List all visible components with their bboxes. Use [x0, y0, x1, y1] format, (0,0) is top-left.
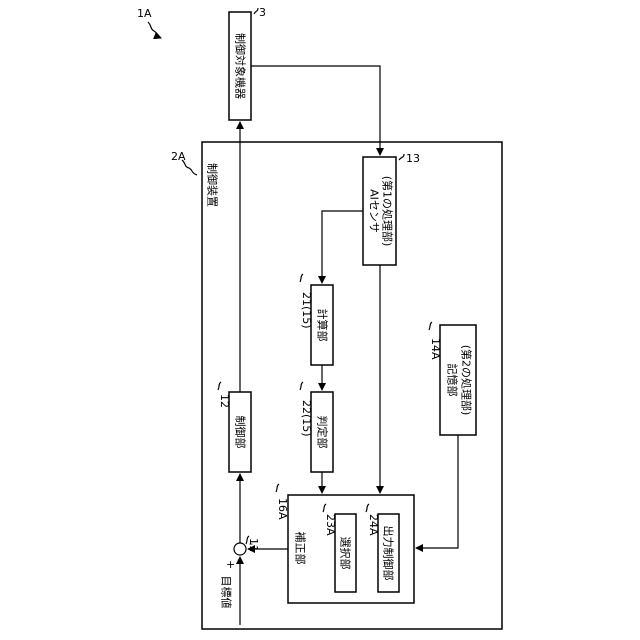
controller-ref-leader [182, 160, 197, 175]
memory-unit-ref: 14A [429, 338, 442, 360]
summing-point: - + 11 [226, 536, 260, 571]
ai-sensor: AIセンサ (第1の処理部) 13 [363, 152, 420, 265]
memory-unit: 記憶部 (第2の処理部) 14A [429, 322, 476, 435]
line-sensor-to-calc [322, 211, 363, 283]
summing-circle [234, 543, 246, 555]
select-unit-label: 選択部 [339, 537, 353, 570]
correction-unit-label: 補正部 [294, 532, 308, 565]
line-memory-to-correction [416, 435, 458, 548]
calc-unit: 計算部 21(15) [300, 274, 333, 365]
calc-unit-label: 計算部 [316, 309, 330, 342]
summing-ref: 11 [247, 538, 260, 552]
control-unit-ref: 12 [218, 394, 231, 408]
judge-unit-label: 判定部 [316, 416, 330, 449]
ai-sensor-ref-leader [399, 154, 404, 160]
correction-unit-ref-leader [276, 484, 279, 492]
controller-label: 制御装置 [206, 163, 220, 207]
summing-plus-sign: + [226, 558, 235, 571]
target-value-label: 目標値 [220, 576, 234, 609]
ai-sensor-label-1: AIセンサ [368, 189, 381, 233]
control-unit-label: 制御部 [234, 416, 248, 449]
figure-reference: 1A [137, 7, 161, 38]
controlled-device-ref-leader [254, 8, 258, 14]
controlled-device: 制御対象機器 3 [229, 6, 266, 120]
calc-unit-ref-leader [300, 274, 303, 282]
correction-unit: 補正部 16A 選択部 23A 出力制御部 24A [276, 484, 414, 603]
judge-unit-ref-leader [300, 382, 303, 390]
ai-sensor-ref: 13 [406, 152, 420, 165]
correction-unit-ref: 16A [276, 498, 289, 520]
output-control-unit-label: 出力制御部 [382, 526, 396, 581]
figure-ref-label: 1A [137, 7, 152, 20]
select-unit-ref: 23A [324, 514, 337, 536]
memory-unit-ref-leader [429, 322, 432, 330]
controlled-device-label: 制御対象機器 [234, 33, 248, 99]
judge-unit: 判定部 22(15) [300, 382, 333, 472]
ai-sensor-label-2: (第1の処理部) [381, 176, 395, 247]
memory-unit-label-2: (第2の処理部) [460, 345, 474, 416]
control-unit-ref-leader [218, 382, 221, 390]
calc-unit-ref: 21(15) [300, 292, 313, 329]
memory-unit-label-1: 記憶部 [446, 364, 460, 397]
control-unit: 制御部 12 [218, 382, 251, 472]
controlled-device-ref: 3 [259, 6, 266, 19]
judge-unit-ref: 22(15) [300, 400, 313, 437]
output-control-unit-ref: 24A [367, 514, 380, 536]
